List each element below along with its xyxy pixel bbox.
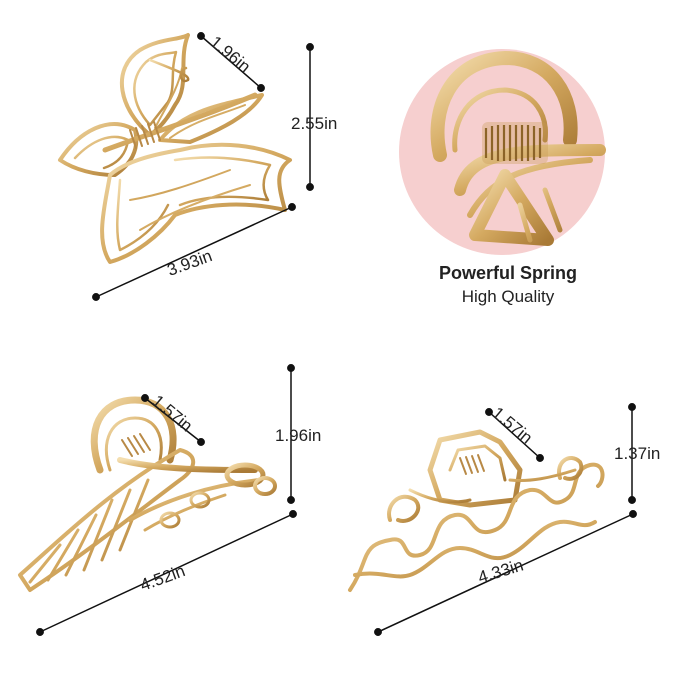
rectangle-clip-image — [18, 396, 277, 592]
wavy-clip-dimension-lines — [374, 403, 637, 636]
butterfly-dimension-lines — [92, 32, 314, 301]
rectangle-clip-dimension-lines — [36, 364, 297, 636]
callout-subtitle: High Quality — [461, 287, 555, 306]
wavy-clip-image — [348, 429, 605, 592]
spring-closeup-image — [399, 49, 606, 255]
wavy-clip-height-label: 1.37in — [614, 444, 661, 463]
butterfly-clip-image — [58, 33, 292, 264]
butterfly-height-label: 2.55in — [291, 114, 338, 133]
callout-title: Powerful Spring — [438, 263, 577, 283]
rectangle-clip-height-label: 1.96in — [275, 426, 322, 445]
